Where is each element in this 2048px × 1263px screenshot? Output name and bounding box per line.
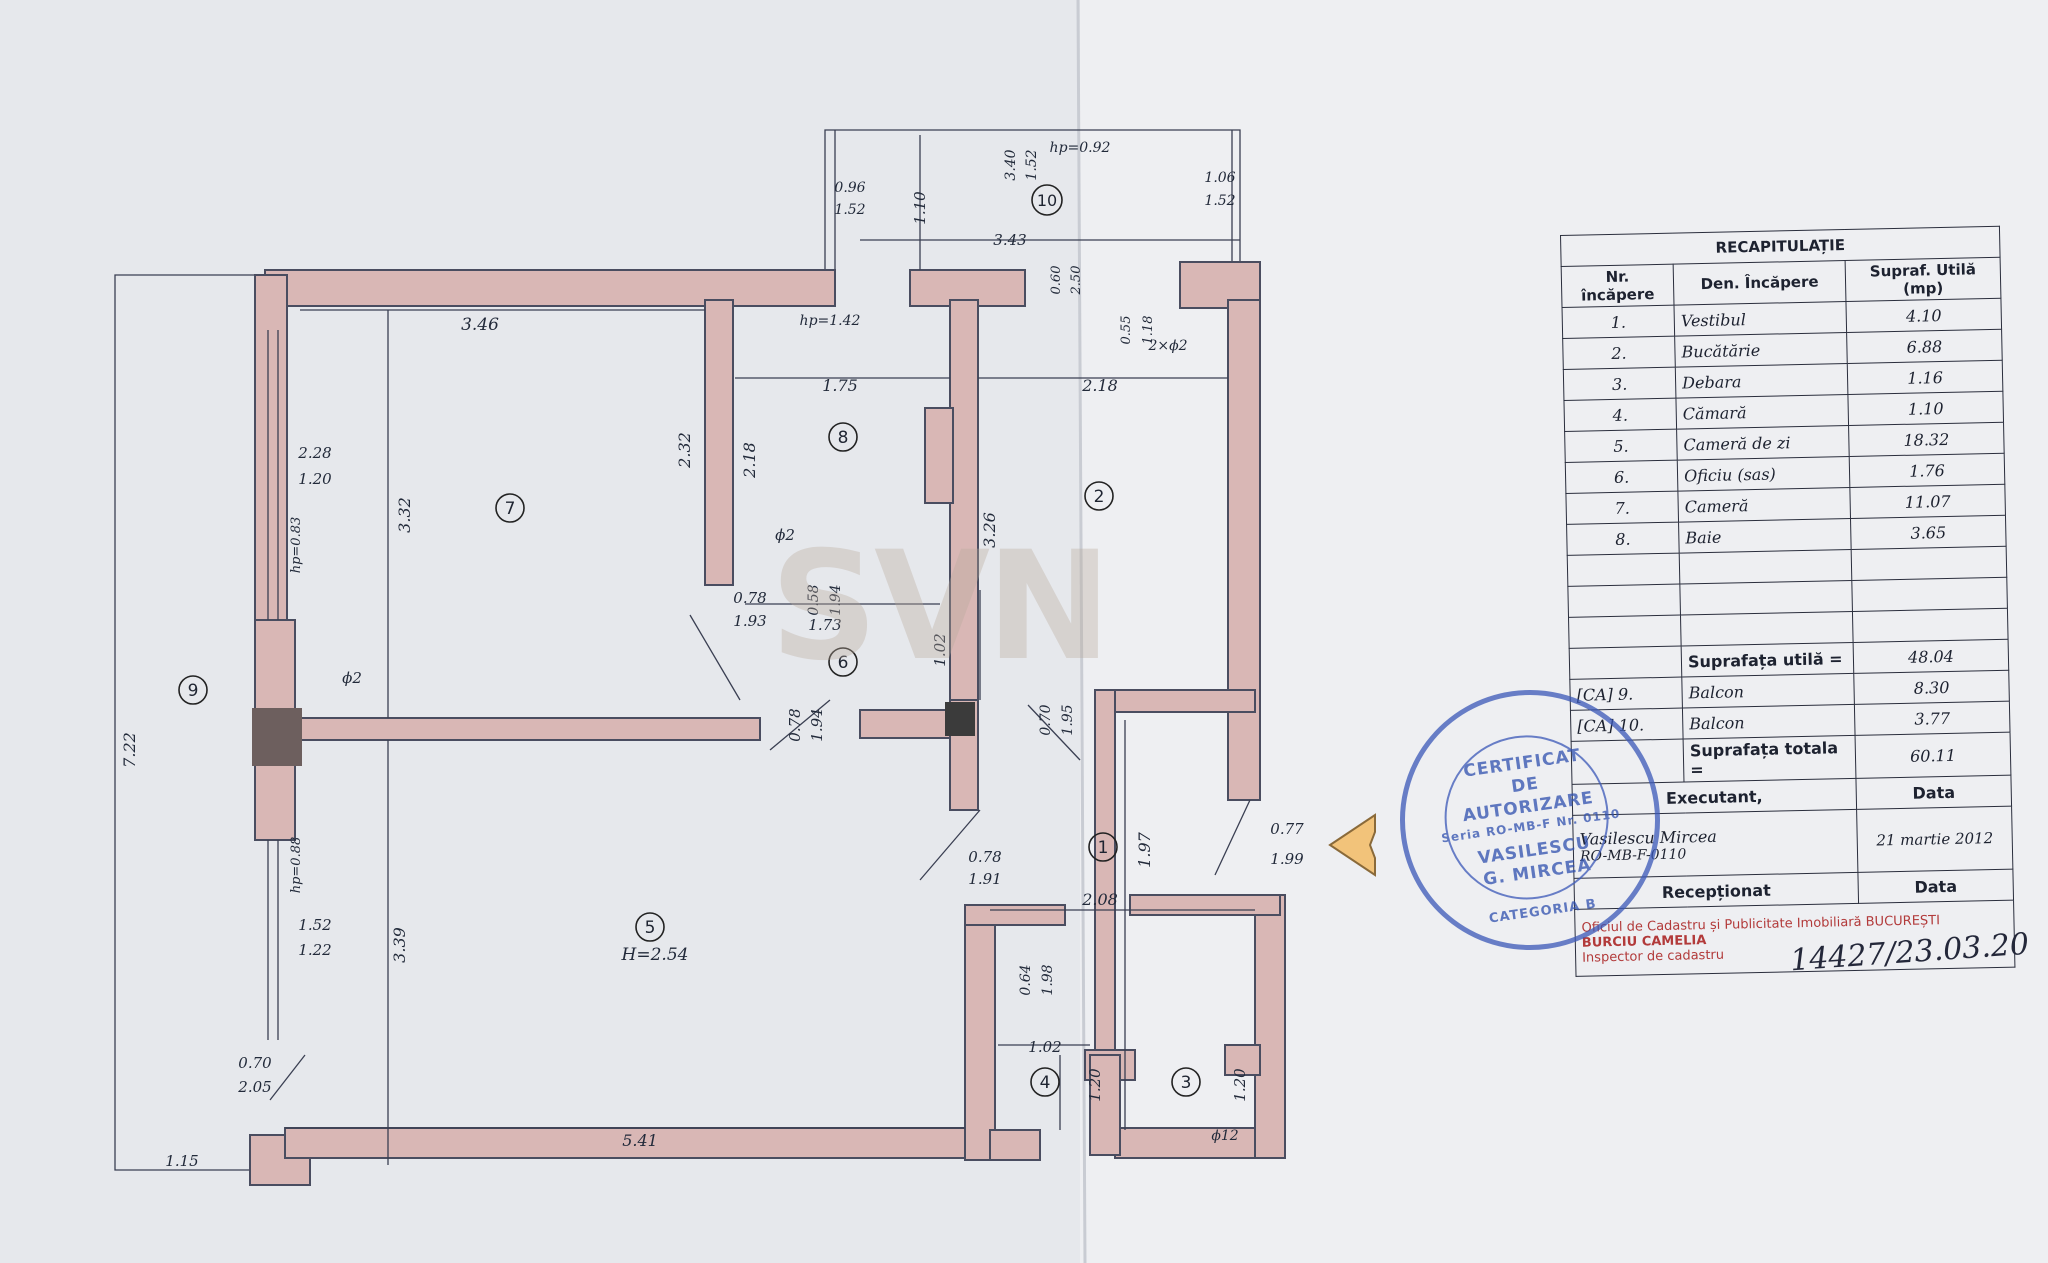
dim-1.52-balcony-center: 1.52: [1024, 149, 1040, 180]
svg-text:7: 7: [505, 499, 516, 519]
dim-1.18: 1.18: [1141, 316, 1156, 345]
room-marker-9: 9: [178, 675, 208, 705]
svg-text:1: 1: [1098, 838, 1109, 858]
room-marker-10: 10: [1031, 184, 1063, 216]
dim-1.10: 1.10: [911, 191, 929, 225]
dim-3.26: 3.26: [980, 512, 999, 548]
watermark-logo: SVN: [770, 520, 1112, 694]
dim-3.39: 3.39: [390, 927, 409, 963]
dim-1.02-office: 1.02: [931, 633, 949, 666]
dim-0.78-a: 0.78: [733, 589, 766, 607]
svg-text:6: 6: [838, 653, 849, 673]
svg-text:9: 9: [188, 681, 199, 701]
dim-1.22: 1.22: [298, 941, 331, 959]
dim-3.46: 3.46: [461, 315, 499, 335]
dim-1.94-b: 1.94: [828, 584, 844, 615]
dim-5.41: 5.41: [622, 1131, 658, 1150]
dim-0.78-b: 0.78: [786, 708, 804, 741]
ceiling-height-label: H=2.54: [621, 945, 689, 965]
dim-0.96: 0.96: [834, 180, 865, 196]
header-name: Den. Încăpere: [1673, 260, 1846, 306]
dim-0.58: 0.58: [806, 584, 822, 615]
label-2xphi2: 2×ϕ2: [1147, 338, 1187, 354]
label-phi2-room: ϕ2: [342, 669, 362, 687]
dim-1.75: 1.75: [822, 376, 858, 395]
dim-0.70-b: 0.70: [1038, 704, 1054, 735]
dim-1.20-window: 1.20: [298, 470, 332, 488]
dim-1.15: 1.15: [165, 1152, 198, 1170]
room-marker-2: 2: [1084, 481, 1114, 511]
dim-2.28: 2.28: [297, 444, 331, 462]
dim-2.32: 2.32: [675, 432, 694, 469]
dim-7.22: 7.22: [120, 732, 139, 768]
dim-0.55: 0.55: [1119, 316, 1134, 345]
dim-1.97: 1.97: [1135, 831, 1154, 867]
dim-2.50: 2.50: [1069, 266, 1084, 296]
dim-1.52-balcony-left: 1.52: [834, 202, 865, 218]
dim-1.91: 1.91: [968, 870, 1001, 888]
svg-text:3: 3: [1181, 1073, 1192, 1093]
dim-0.70: 0.70: [238, 1054, 272, 1072]
label-phi12: ϕ12: [1211, 1128, 1238, 1144]
label-hp-1.42: hp=1.42: [800, 313, 861, 329]
svg-text:4: 4: [1040, 1073, 1051, 1093]
room-marker-7: 7: [495, 493, 525, 523]
dim-2.18: 2.18: [1081, 376, 1118, 395]
dim-3.32: 3.32: [395, 497, 414, 533]
dim-1.95: 1.95: [1060, 704, 1076, 735]
svg-text:2: 2: [1094, 487, 1105, 507]
label-phi2-bath: ϕ2: [775, 526, 795, 544]
room-marker-1: 1: [1088, 832, 1118, 862]
room-marker-3: 3: [1171, 1067, 1201, 1097]
dim-1.99: 1.99: [1270, 850, 1304, 868]
label-hp-0.88: hp=0.88: [289, 837, 304, 894]
dim-1.20-storage: 1.20: [1231, 1068, 1249, 1102]
dim-0.64: 0.64: [1018, 964, 1034, 995]
header-nr: Nr. încăpere: [1561, 264, 1675, 308]
room-marker-4: 4: [1030, 1067, 1060, 1097]
header-area: Supraf. Utilă (mp): [1845, 257, 2001, 302]
dim-1.02-pantry: 1.02: [1028, 1038, 1061, 1056]
dim-1.93: 1.93: [733, 612, 766, 630]
dim-1.52-window: 1.52: [298, 916, 331, 934]
room-marker-5: 5: [635, 912, 665, 942]
dim-1.73: 1.73: [808, 616, 841, 634]
dim-1.20-pantry: 1.20: [1086, 1068, 1104, 1102]
svg-text:10: 10: [1037, 191, 1057, 210]
room-marker-8: 8: [828, 422, 858, 452]
label-hp-0.92: hp=0.92: [1050, 140, 1111, 156]
dim-1.94-a: 1.94: [808, 708, 826, 741]
svg-text:5: 5: [645, 918, 656, 938]
svg-text:8: 8: [838, 428, 849, 448]
room-marker-6: 6: [828, 647, 858, 677]
dim-0.78-c: 0.78: [968, 848, 1001, 866]
dim-1.98: 1.98: [1040, 964, 1056, 995]
dim-3.40: 3.40: [1003, 149, 1019, 180]
dim-0.77: 0.77: [1270, 820, 1304, 838]
dim-2.05: 2.05: [237, 1078, 271, 1096]
dim-1.06: 1.06: [1204, 170, 1235, 186]
dim-3.43: 3.43: [993, 231, 1026, 249]
dim-1.52-balcony-right: 1.52: [1204, 193, 1235, 209]
dim-0.60: 0.60: [1049, 266, 1064, 295]
dim-2.18-vertical: 2.18: [740, 442, 759, 479]
label-hp-0.83: hp=0.83: [289, 517, 304, 574]
dim-2.08: 2.08: [1081, 890, 1118, 909]
